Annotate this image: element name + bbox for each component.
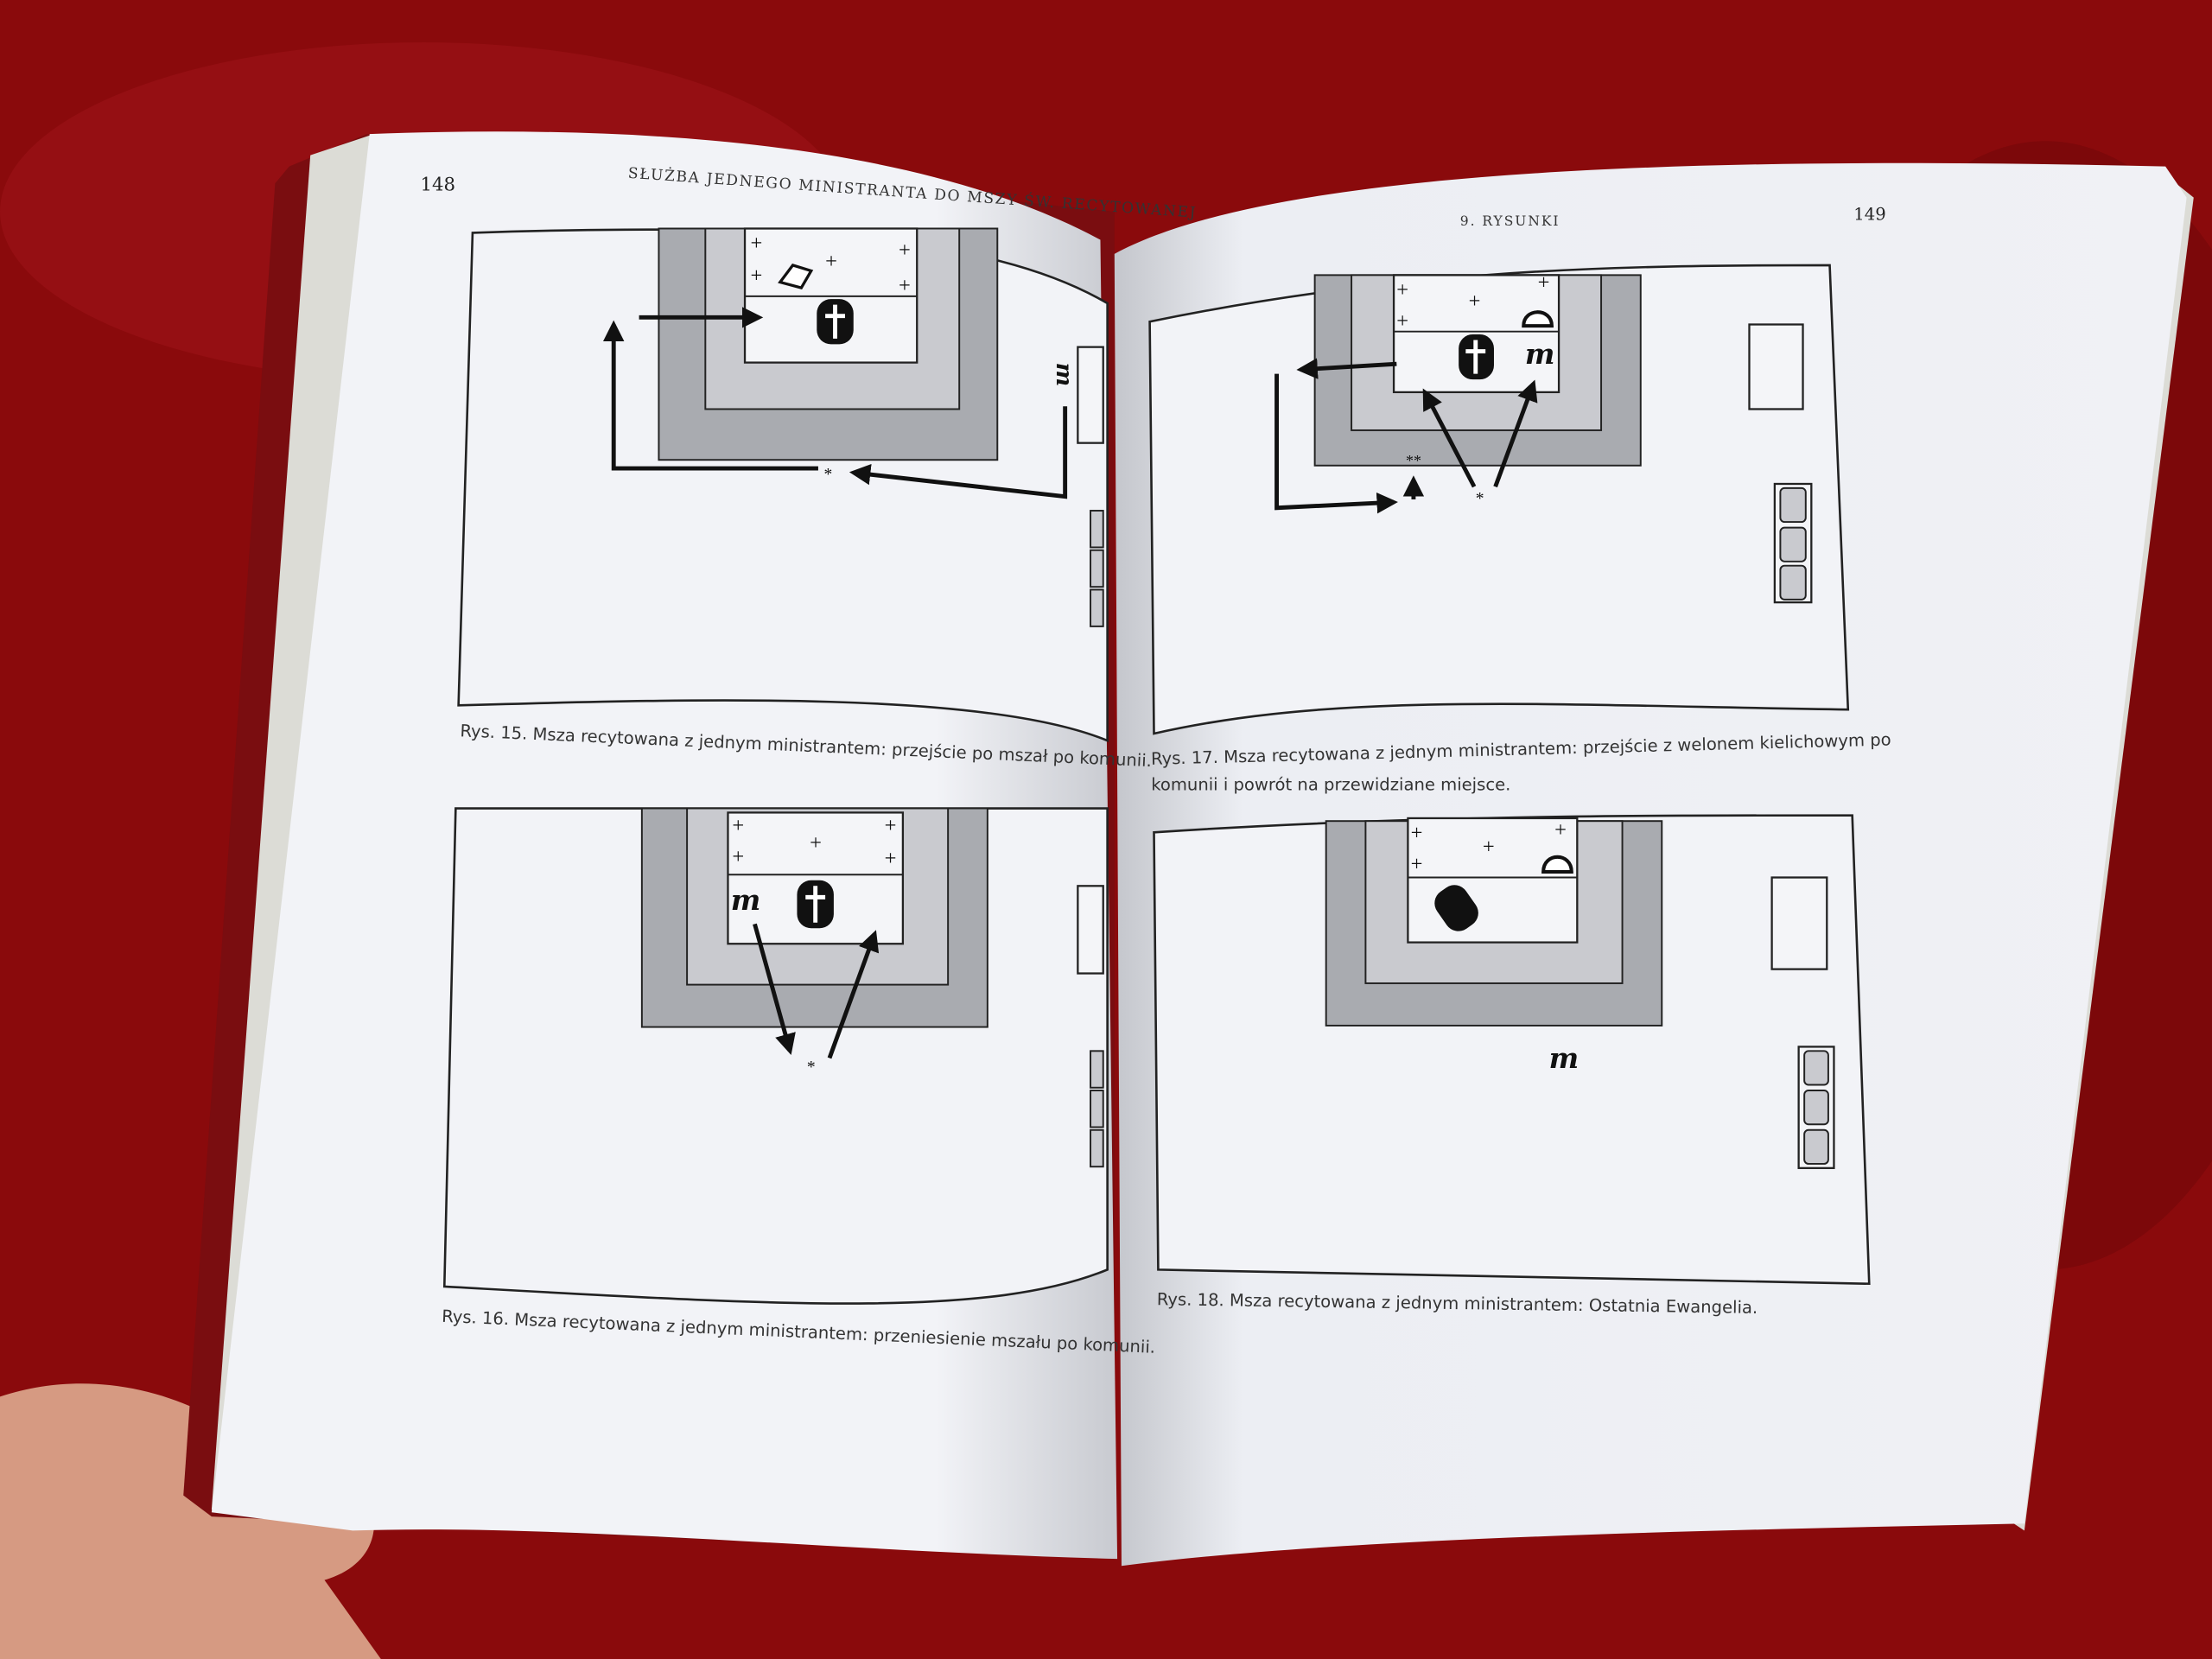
altar-cross-mark: + — [732, 845, 744, 868]
altar-cross-mark: + — [751, 264, 763, 288]
missal-icon — [778, 264, 814, 289]
altar-cross-mark: + — [1396, 309, 1408, 333]
minister-symbol: m — [1525, 337, 1555, 371]
sedilia-seat — [1803, 1050, 1829, 1086]
sedilia-seat — [1779, 486, 1807, 524]
altar-cross-mark: + — [1538, 271, 1550, 295]
credence-table — [1748, 323, 1804, 410]
altar-cross-mark: + — [1411, 852, 1423, 875]
figure-17-diagram: + + + + m ** * — [1148, 264, 1850, 735]
figure-16-diagram: + + + + + m * — [442, 807, 1109, 1305]
missal-icon — [1541, 855, 1573, 874]
credence-table — [1770, 876, 1828, 970]
figure-18-diagram: + + + + m — [1153, 814, 1871, 1286]
sedilia-seat — [1090, 1050, 1104, 1089]
sedilia-seat — [1803, 1090, 1829, 1126]
minister-symbol: m — [1051, 363, 1077, 387]
credence-table — [1077, 885, 1104, 975]
altar-cross-mark: + — [1469, 289, 1481, 313]
page-number-right: 149 — [1853, 205, 1885, 225]
altar-cross-mark: + — [885, 847, 897, 870]
sedilia-seat — [1803, 1128, 1829, 1165]
sedilia-seat — [1779, 526, 1807, 563]
altar-cross-mark: + — [1411, 821, 1423, 844]
sedilia-seat — [1090, 1128, 1104, 1168]
credence-table — [1077, 346, 1104, 444]
altar-cross-mark: + — [899, 238, 911, 262]
altar-cross-mark: + — [810, 831, 822, 855]
sedilia-seat — [1779, 564, 1807, 601]
missal-icon — [1522, 310, 1554, 328]
page-number-left: 148 — [421, 174, 456, 195]
altar-cross-mark: + — [1554, 818, 1567, 842]
sedilia-seat — [1090, 588, 1104, 627]
figure-15-diagram: + + + + + * m — [457, 227, 1109, 743]
altar-cross-mark: + — [885, 814, 897, 837]
running-head-right: 9. RYSUNKI — [1460, 213, 1560, 229]
minister-symbol: m — [1549, 1041, 1580, 1075]
position-mark: * — [807, 1058, 816, 1077]
altar-cross-mark: + — [899, 274, 911, 297]
position-mark: * — [823, 466, 832, 484]
altar-cross-mark: + — [1396, 278, 1408, 302]
altar-cross-mark: + — [1483, 836, 1495, 859]
altar — [1407, 817, 1579, 944]
altar-cross-mark: + — [825, 250, 837, 273]
sedilia-seat — [1090, 1090, 1104, 1128]
position-mark: ** — [1405, 452, 1421, 469]
position-mark: * — [1476, 490, 1484, 508]
sedilia-seat — [1090, 510, 1104, 549]
tabernacle-cross-icon — [1434, 885, 1478, 931]
caption-figure-17-line2: komunii i powrót na przewidziane miejsce… — [1151, 774, 1510, 794]
altar-cross-mark: + — [732, 814, 744, 837]
sedilia-seat — [1090, 549, 1104, 588]
altar-cross-mark: + — [751, 232, 763, 255]
minister-symbol: m — [731, 883, 761, 917]
